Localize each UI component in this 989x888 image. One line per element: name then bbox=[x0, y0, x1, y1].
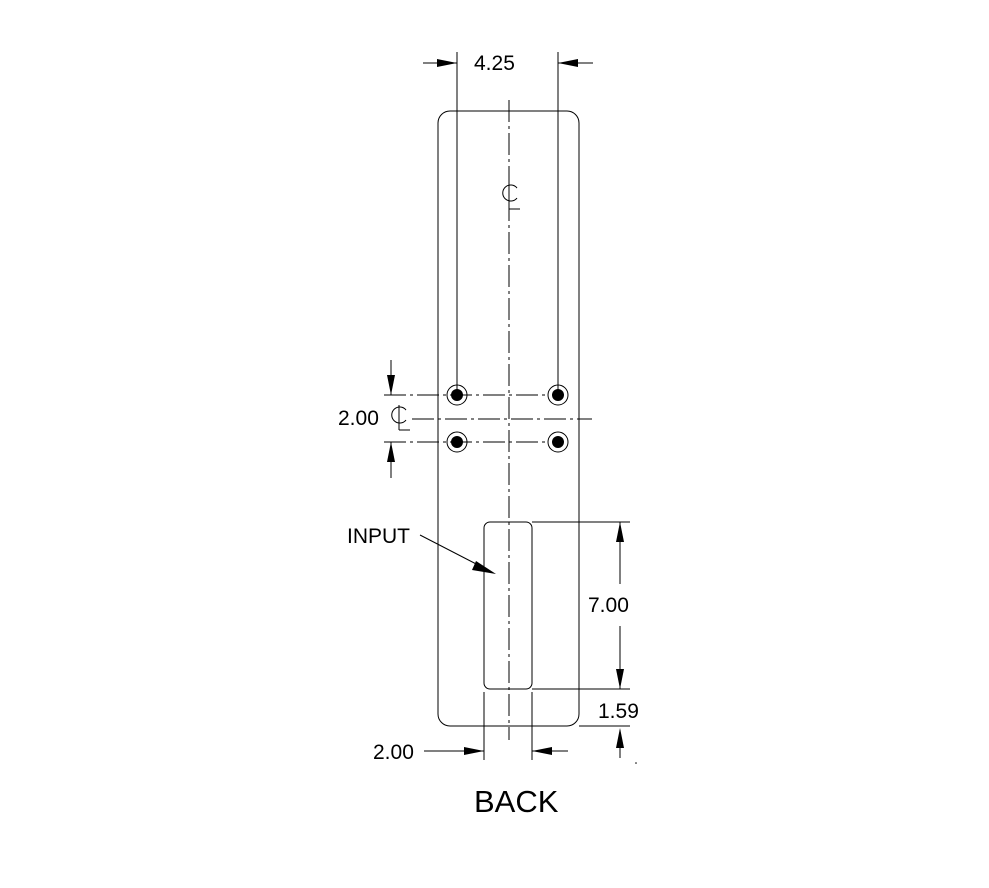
mounting-holes bbox=[446, 384, 569, 453]
dimension-bottom-offset: 1.59 bbox=[579, 700, 639, 764]
hole-top-right bbox=[547, 384, 569, 406]
input-callout: INPUT bbox=[347, 525, 496, 574]
input-slot bbox=[483, 521, 533, 690]
dimension-slot-width-label: 2.00 bbox=[373, 741, 414, 764]
hole-bottom-right bbox=[547, 431, 569, 453]
dimension-hole-spacing: 2.00 bbox=[338, 360, 395, 478]
input-callout-label: INPUT bbox=[347, 525, 410, 548]
dimension-hole-spacing-label: 2.00 bbox=[338, 407, 379, 430]
centerline-symbol-middle bbox=[391, 405, 410, 431]
view-title: BACK bbox=[474, 784, 559, 819]
dimension-top-width: 4.25 bbox=[423, 52, 593, 393]
centerline-symbol-top: CL bbox=[502, 183, 520, 210]
dimension-slot-height-label: 7.00 bbox=[588, 594, 629, 617]
dimension-bottom-offset-label: 1.59 bbox=[598, 700, 639, 723]
dimension-slot-width: 2.00 bbox=[373, 692, 568, 764]
dimension-top-width-label: 4.25 bbox=[474, 52, 515, 75]
dimension-slot-height: 7.00 bbox=[532, 521, 630, 690]
